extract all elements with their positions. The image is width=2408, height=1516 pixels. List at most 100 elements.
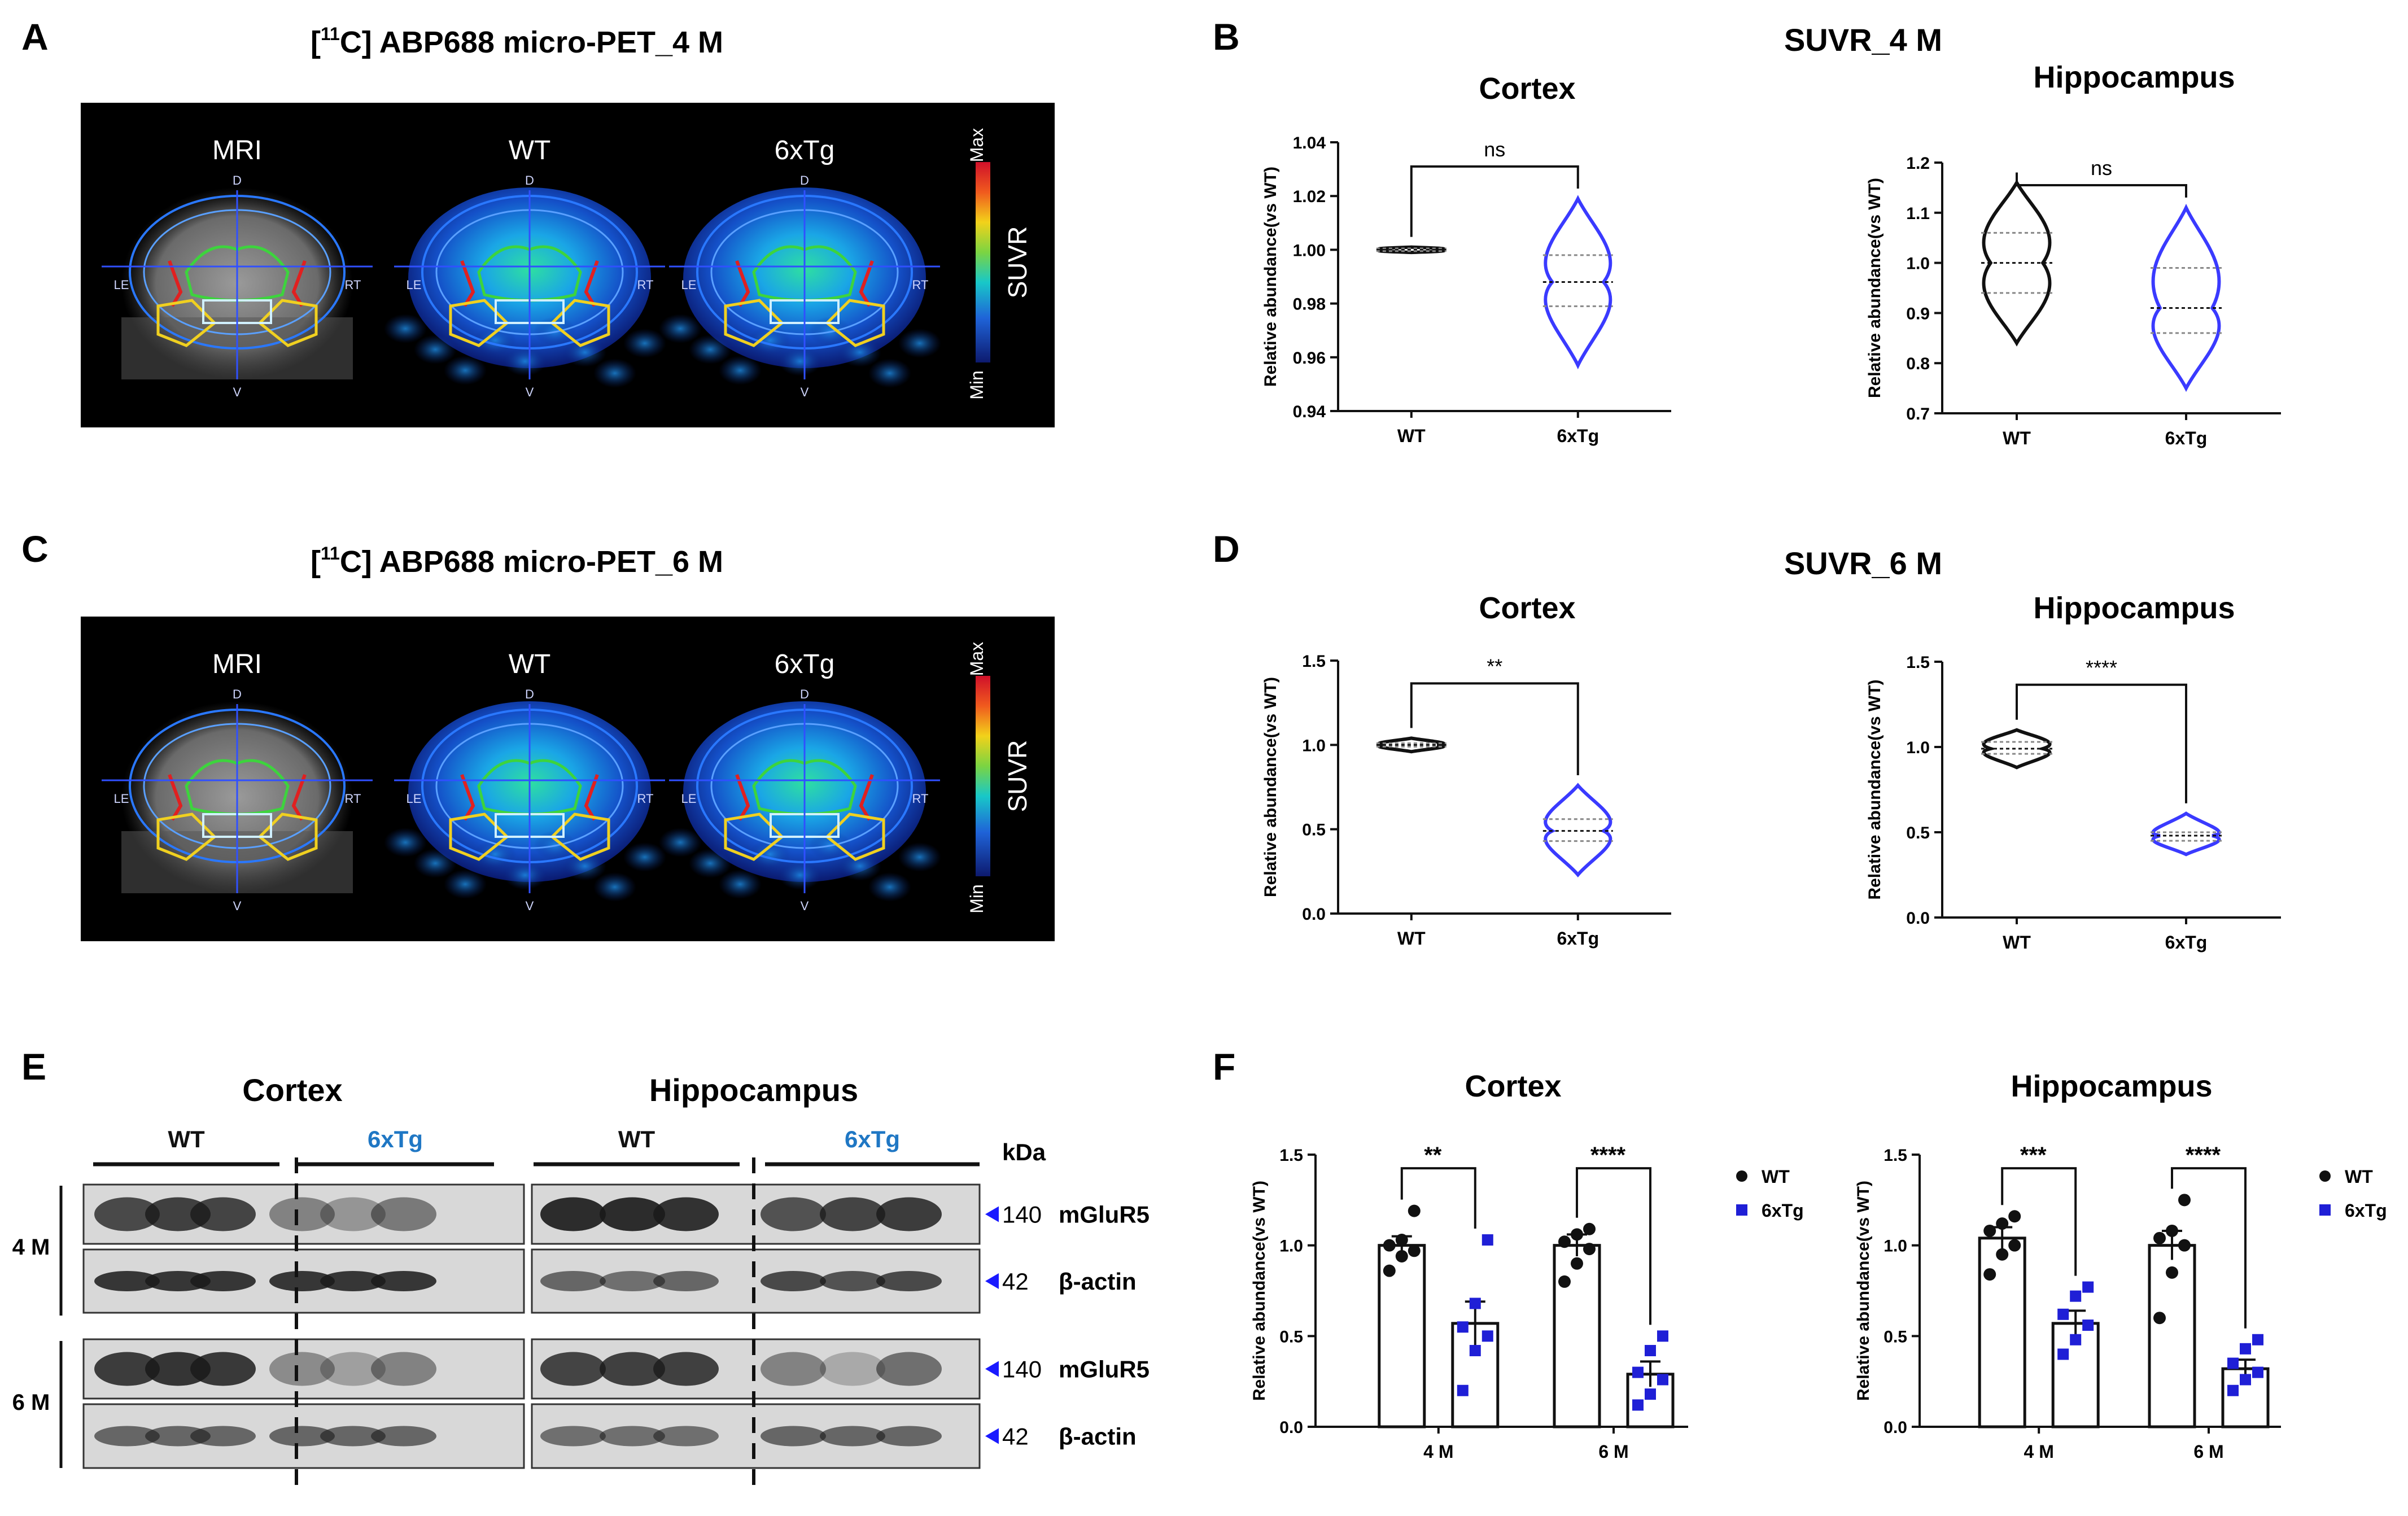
orientation-dorsal: D [800, 687, 809, 701]
data-point-6xtg [2082, 1281, 2094, 1293]
blot-band [371, 1197, 436, 1231]
pet-noise-blob [623, 329, 666, 358]
blot-band [320, 1271, 386, 1291]
orientation-ventral: V [233, 899, 242, 913]
pet-noise-blob [838, 851, 881, 881]
significance-bracket [2171, 1167, 2247, 1329]
y-axis-label: Relative abundance(vs WT) [1261, 677, 1280, 897]
data-point-wt [1408, 1244, 1421, 1257]
significance-bracket [1410, 165, 1579, 237]
band-arrow-icon [985, 1428, 999, 1444]
y-tick-label: 0.5 [1906, 824, 1930, 842]
roi-red-outline [168, 260, 307, 307]
pet-image-label: WT [509, 649, 551, 679]
pet-image-label: MRI [212, 649, 262, 679]
violin-6xtg [1544, 195, 1612, 370]
data-point-6xtg [2252, 1366, 2263, 1378]
protein-label: mGluR5 [1059, 1202, 1150, 1228]
data-point-wt [2178, 1194, 2191, 1207]
data-point-wt [1996, 1248, 2009, 1261]
blot-band [371, 1426, 436, 1447]
y-tick-label: 1.00 [1293, 241, 1326, 260]
pet-noise-blob [868, 872, 911, 902]
y-tick-label: 1.5 [1906, 653, 1930, 672]
x-tick-label: WT [1397, 426, 1426, 446]
blot-band [876, 1271, 942, 1291]
blot-band [371, 1352, 436, 1386]
orientation-dorsal: D [525, 173, 534, 187]
colorbar-max-label: Max [967, 128, 987, 162]
blot-band [94, 1352, 160, 1386]
significance-bracket [1410, 682, 1579, 776]
blot-band [876, 1426, 942, 1447]
x-tick-label: WT [2003, 428, 2031, 448]
blot-band [190, 1352, 256, 1386]
roi-yellow-outline [156, 812, 318, 861]
pet-noise-blob [659, 314, 702, 343]
kda-value: 42 [1002, 1423, 1029, 1450]
blot-band [145, 1426, 211, 1447]
pet-noise-blob [593, 872, 636, 902]
orientation-dorsal: D [800, 173, 809, 187]
roi-red-outline [460, 774, 599, 821]
significance-label: ** [1487, 654, 1502, 678]
y-tick-label: 0.5 [1279, 1327, 1303, 1346]
data-point-6xtg [2070, 1290, 2082, 1302]
data-point-wt [1571, 1257, 1583, 1270]
y-axis-label: Relative abundance(vs WT) [1250, 1181, 1269, 1401]
orientation-left: LE [114, 278, 129, 292]
y-tick-label: 0.8 [1906, 355, 1930, 373]
panel-c-title-prefix: [ [311, 545, 321, 579]
data-point-wt [1996, 1217, 2009, 1230]
panel-a-title-rest: C] ABP688 micro-PET_4 M [340, 25, 723, 59]
colorbar-min-label: Min [967, 884, 987, 914]
roi-white-outline [495, 299, 565, 324]
pet-noise-blob [779, 347, 821, 376]
pet-noise-blob [504, 347, 547, 376]
region-label-hippocampus: Hippocampus [649, 1072, 858, 1108]
blot-band [190, 1197, 256, 1231]
x-tick-label: 6 M [2193, 1441, 2223, 1462]
panel-letter-f: F [1213, 1046, 1235, 1087]
blot-band [653, 1271, 719, 1291]
data-point-6xtg [1632, 1399, 1644, 1411]
blot-band [190, 1271, 256, 1291]
blot-band [761, 1352, 826, 1386]
blot-band [876, 1197, 942, 1231]
blot-band [269, 1197, 335, 1231]
data-point-wt [2008, 1210, 2021, 1223]
protein-label: β-actin [1059, 1423, 1137, 1450]
data-point-6xtg [1645, 1388, 1656, 1400]
blot-band [600, 1426, 665, 1447]
band-arrow-icon [985, 1361, 999, 1377]
data-point-wt [1395, 1234, 1408, 1247]
x-tick-label: 6 M [1598, 1441, 1628, 1462]
pet-noise-blob [474, 840, 517, 869]
blot-band [269, 1426, 335, 1447]
kda-label: kDa [1002, 1139, 1046, 1165]
significance-label: **** [1590, 1143, 1626, 1168]
y-tick-label: 1.0 [1302, 736, 1326, 755]
significance-label: ns [1484, 138, 1505, 161]
pet-noise-blob [689, 335, 732, 364]
roi-yellow-outline [156, 299, 318, 347]
blot-band [145, 1271, 211, 1291]
data-point-wt [1383, 1239, 1396, 1252]
roi-white-outline [495, 813, 565, 838]
pet-image-label: MRI [212, 136, 262, 165]
y-tick-label: 0.0 [1279, 1418, 1303, 1437]
orientation-right: RT [345, 792, 361, 806]
y-tick-label: 1.2 [1906, 154, 1930, 173]
kda-value: 140 [1002, 1202, 1042, 1228]
pet-noise-blob [593, 359, 636, 388]
data-point-wt [1983, 1268, 1996, 1281]
y-axis-label: Relative abundance(vs WT) [1865, 178, 1884, 398]
data-point-wt [1983, 1224, 1996, 1237]
pet-noise-blob [623, 842, 666, 872]
y-tick-label: 1.0 [1883, 1237, 1907, 1256]
data-point-6xtg [2057, 1308, 2069, 1320]
y-tick-label: 1.0 [1906, 255, 1930, 273]
